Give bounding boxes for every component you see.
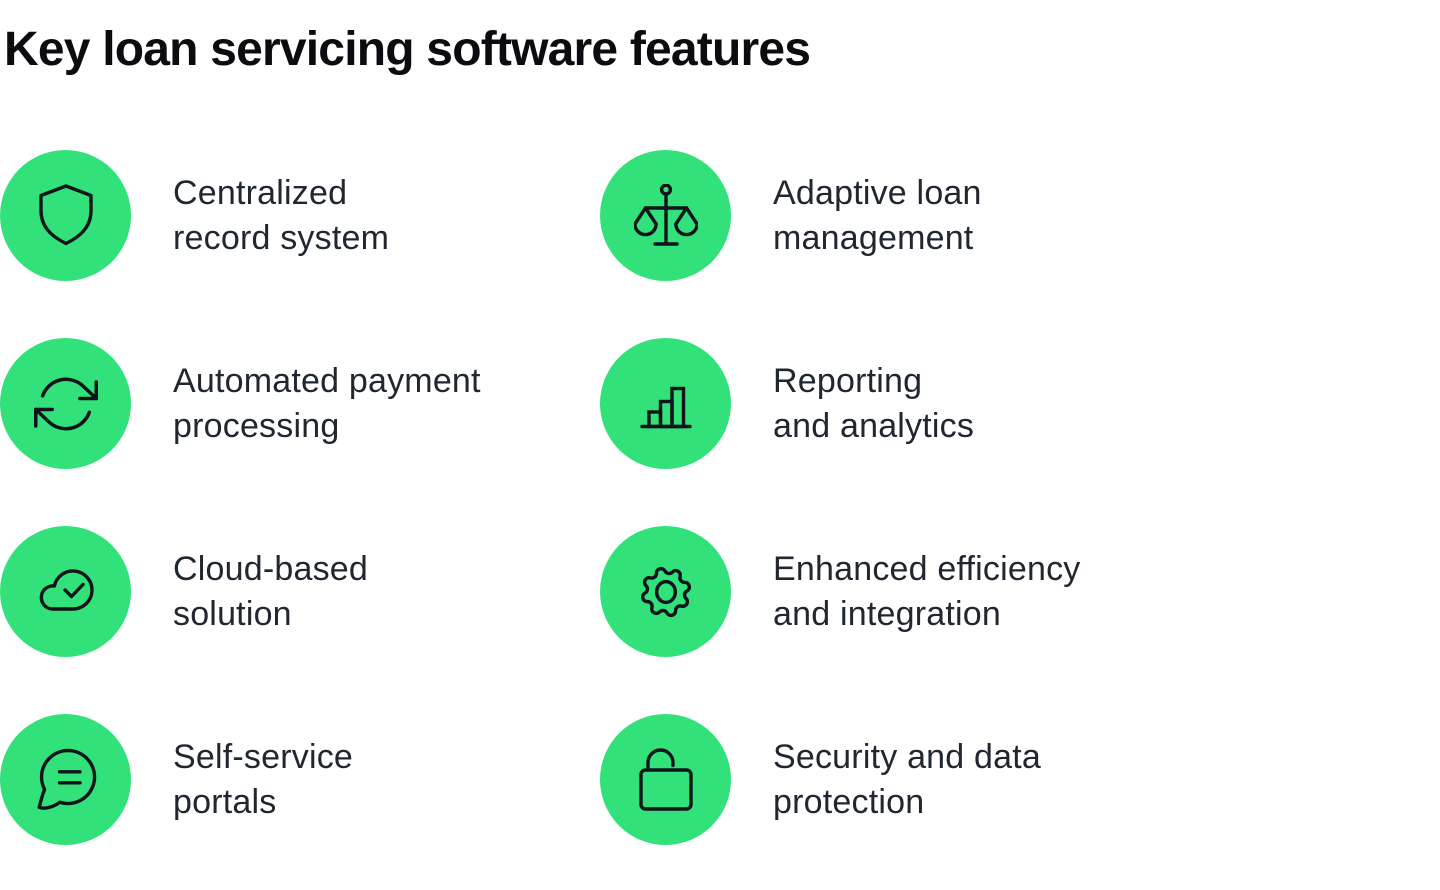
- feature-item-adaptive-loans: Adaptive loan management: [600, 150, 1440, 281]
- feature-label-line: solution: [173, 594, 292, 633]
- feature-label-line: management: [773, 218, 974, 257]
- feature-label: Enhanced efficiency and integration: [773, 547, 1081, 637]
- feature-label-line: Adaptive loan: [773, 173, 982, 212]
- gear-icon: [640, 566, 691, 617]
- feature-label-line: Enhanced efficiency: [773, 549, 1081, 588]
- feature-label-line: processing: [173, 406, 340, 445]
- lock-open-icon: [638, 747, 693, 811]
- feature-item-self-service: Self-service portals: [0, 714, 600, 845]
- feature-badge: [0, 150, 131, 281]
- feature-label-line: Cloud-based: [173, 549, 368, 588]
- feature-badge: [0, 338, 131, 469]
- feature-item-reporting: Reporting and analytics: [600, 338, 1440, 469]
- feature-item-centralized-records: Centralized record system: [0, 150, 600, 281]
- feature-item-cloud: Cloud-based solution: [0, 526, 600, 657]
- feature-label: Reporting and analytics: [773, 359, 974, 449]
- page-title: Key loan servicing software features: [4, 23, 811, 76]
- feature-badge: [600, 338, 731, 469]
- feature-badge: [600, 714, 731, 845]
- scales-icon: [633, 183, 698, 246]
- feature-label-line: Centralized: [173, 173, 348, 212]
- feature-label-line: and analytics: [773, 406, 975, 445]
- feature-label: Centralized record system: [173, 171, 389, 261]
- feature-badge: [0, 526, 131, 657]
- shield-icon: [38, 183, 93, 245]
- feature-item-efficiency: Enhanced efficiency and integration: [600, 526, 1440, 657]
- feature-label-line: portals: [173, 782, 277, 821]
- bar-chart-icon: [639, 386, 692, 428]
- feature-label: Self-service portals: [173, 735, 353, 825]
- feature-label-line: Self-service: [173, 737, 354, 776]
- feature-label-line: Automated payment: [173, 361, 481, 400]
- feature-label: Cloud-based solution: [173, 547, 368, 637]
- feature-label-line: Reporting: [773, 361, 923, 400]
- feature-item-security: Security and data protection: [600, 714, 1440, 845]
- feature-label-line: and integration: [773, 594, 1001, 633]
- chat-bubble-icon: [37, 748, 96, 810]
- feature-item-automated-payments: Automated payment processing: [0, 338, 600, 469]
- feature-label: Adaptive loan management: [773, 171, 982, 261]
- cloud-check-icon: [39, 568, 94, 611]
- features-grid: Centralized record system Adaptive: [0, 150, 1440, 845]
- feature-label: Automated payment processing: [173, 359, 481, 449]
- sync-arrows-icon: [33, 377, 98, 430]
- feature-badge: [600, 526, 731, 657]
- feature-badge: [600, 150, 731, 281]
- feature-label-line: record system: [173, 218, 390, 257]
- feature-label-line: protection: [773, 782, 925, 821]
- feature-label: Security and data protection: [773, 735, 1041, 825]
- feature-label-line: Security and data: [773, 737, 1042, 776]
- feature-badge: [0, 714, 131, 845]
